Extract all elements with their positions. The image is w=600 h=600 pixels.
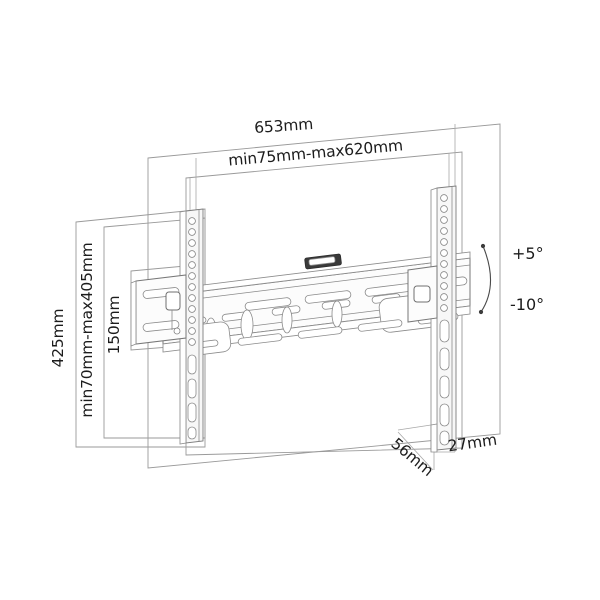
left-mounting-plate [130,274,187,347]
center-level-indicator [304,253,342,270]
right-rail-slot-column [439,319,450,446]
left-rail-slot-column [187,354,197,440]
label-plate-height: 150mm [105,296,123,355]
right-pivot-knob [413,285,431,303]
dimension-leader-lines [189,124,456,215]
depth-profile-edge [397,423,438,453]
label-depth-diagonal: 56mm [388,434,437,479]
left-rail-hole-column [188,217,196,346]
label-tilt-down: -10° [510,295,544,314]
right-tilt-bracket [407,265,438,323]
right-vertical-rail [430,185,457,452]
label-tilt-up: +5° [512,244,544,263]
label-overall-height: 425mm [49,309,67,368]
dimension-frame-653mm [147,123,501,469]
dimension-frame-height-range [103,217,206,439]
right-rail-hole-column [440,194,448,312]
tilt-angle-arc [478,243,492,315]
label-overall-width: 653mm [254,115,314,137]
tilt-pivot-knob [165,291,181,335]
dimension-frame-425mm [75,208,206,448]
label-height-range: min70mm-max405mm [78,242,96,417]
